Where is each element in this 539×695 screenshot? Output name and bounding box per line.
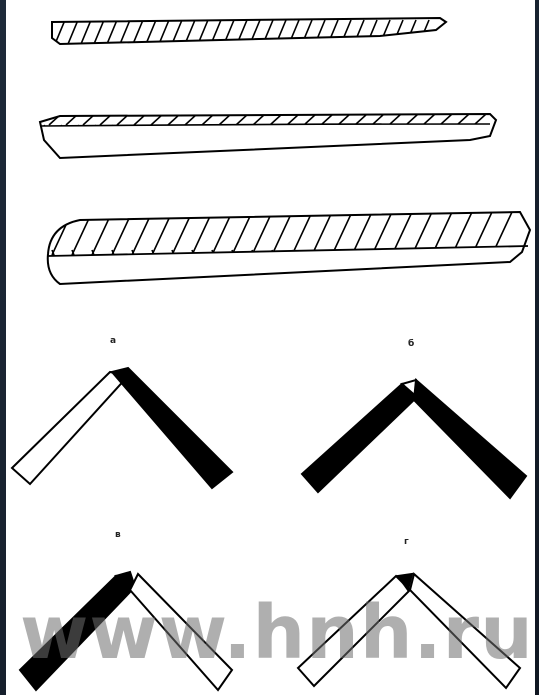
joint-panel-b [302,380,526,498]
panel-label-c: в [115,530,121,540]
weld-bead-wide [32,212,530,286]
weld-bead-medium [32,114,504,158]
weld-bead-thin [42,18,446,44]
panel-label-a: a [110,336,116,346]
panel-label-d: г [404,537,409,547]
ripple-stroke [42,20,52,44]
joint-panel-a [12,368,232,488]
watermark: www.hnh.ru [20,596,530,670]
panel-label-b: б [408,339,414,349]
